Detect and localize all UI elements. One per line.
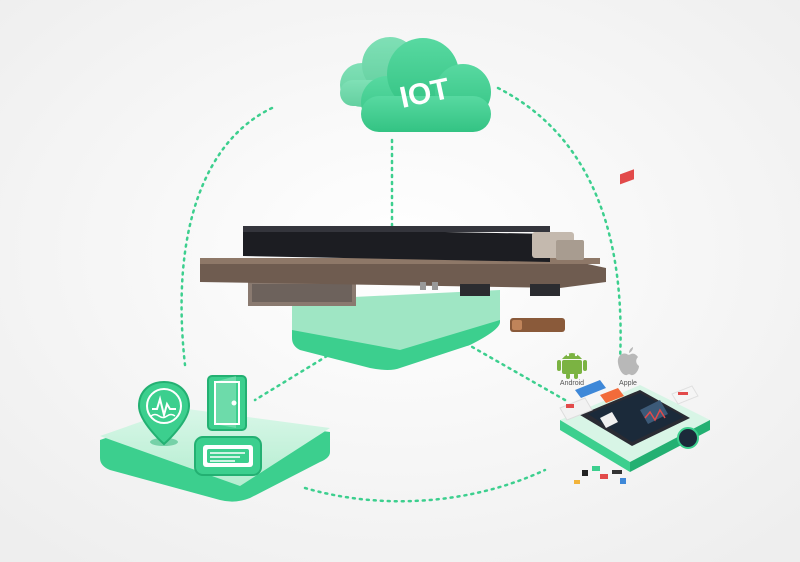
spoke-right xyxy=(458,338,567,402)
dev-board xyxy=(200,226,606,332)
arc-right xyxy=(496,86,622,362)
door-icon xyxy=(207,375,247,431)
board-button-a xyxy=(460,284,490,296)
android-label: Android xyxy=(560,380,584,387)
water-sensor-icon xyxy=(137,380,191,446)
connection-arcs xyxy=(180,86,622,503)
apple-label: Apple xyxy=(619,380,637,387)
phone-app-icon xyxy=(559,169,710,484)
android-icon xyxy=(557,353,587,379)
apple-icon xyxy=(617,347,639,376)
board-battery xyxy=(510,318,565,332)
board-screen xyxy=(243,228,550,262)
board-pcb xyxy=(200,258,606,288)
cloud-icon: IOT xyxy=(340,37,491,132)
board-button-b xyxy=(530,284,560,296)
arc-bottom xyxy=(303,468,547,503)
display-device-icon xyxy=(194,436,262,476)
arc-left xyxy=(180,106,274,367)
